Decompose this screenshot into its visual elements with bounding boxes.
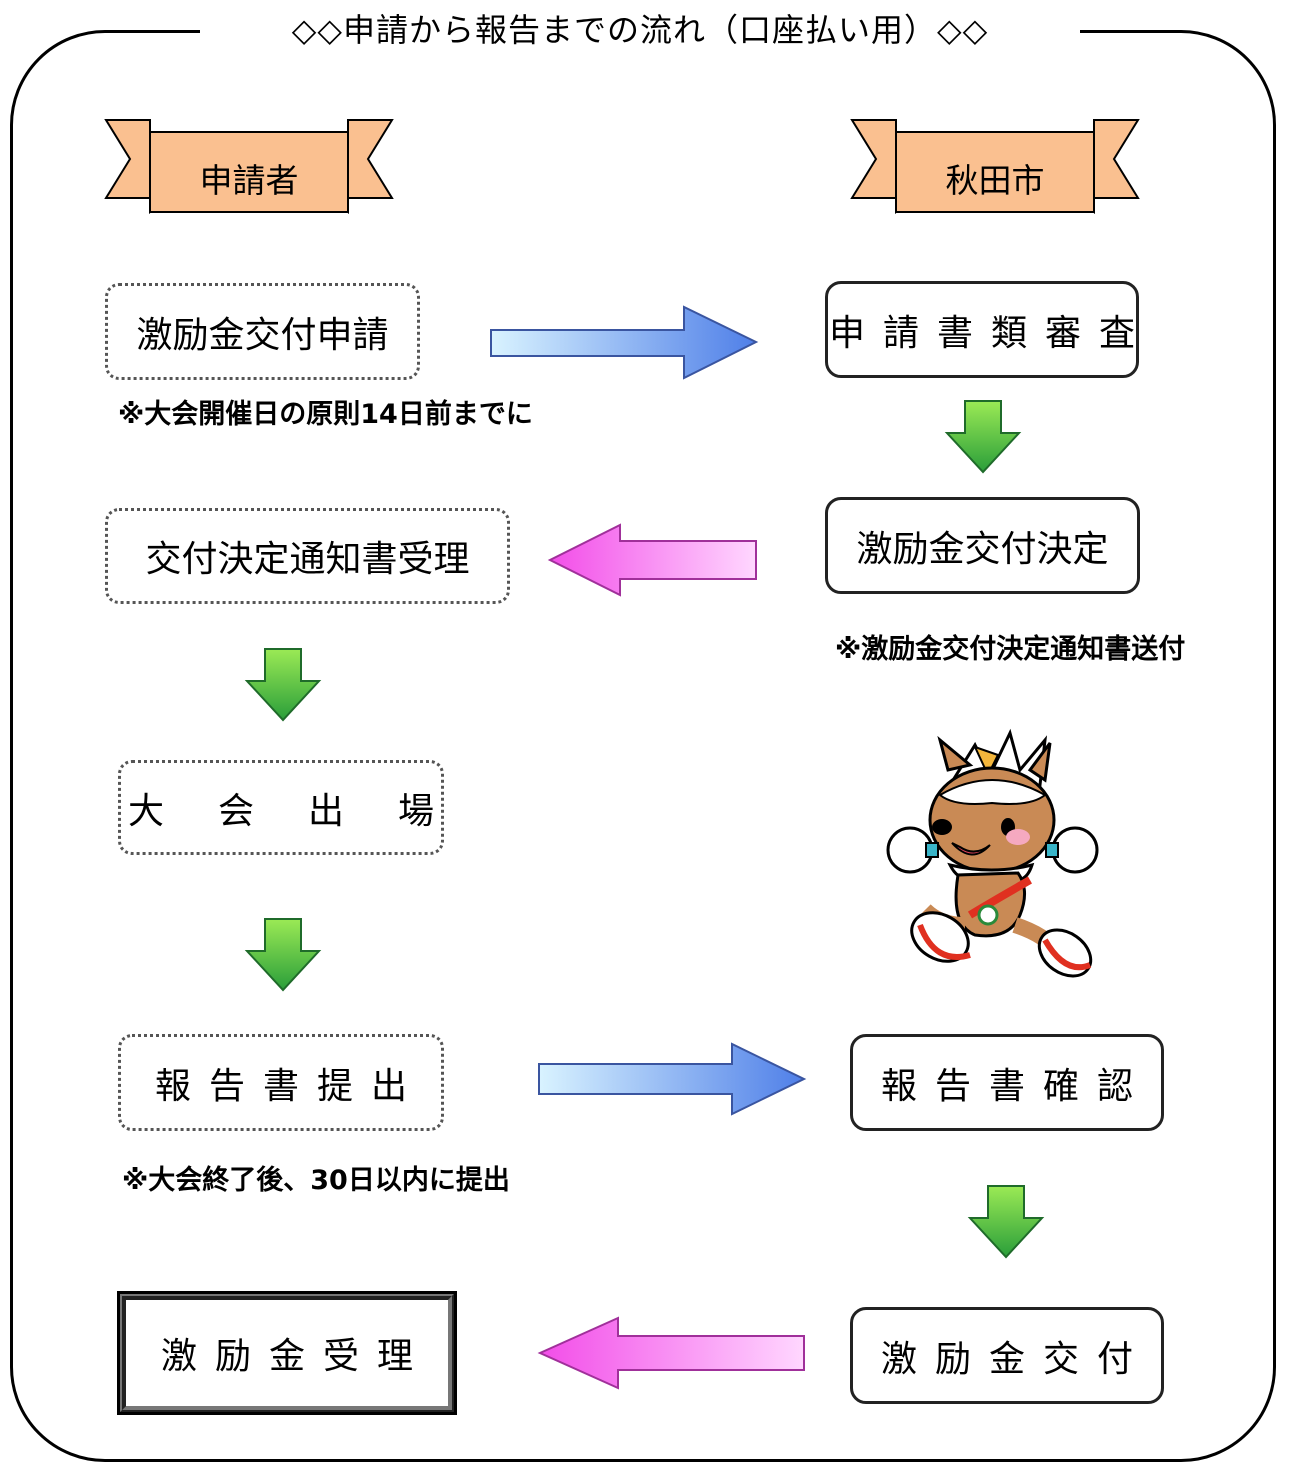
page-title: ◇◇申請から報告までの流れ（口座払い用）◇◇ xyxy=(200,6,1080,54)
step-report-check: 報告書確認 xyxy=(850,1034,1164,1131)
ribbon-city: 秋田市 xyxy=(850,118,1140,215)
right-arrow-icon xyxy=(490,305,759,380)
ribbon-shape xyxy=(850,119,1140,215)
note-report-deadline: ※大会終了後、30日以内に提出 xyxy=(122,1165,510,1196)
step-receipt-label: 激励金受理 xyxy=(160,1336,431,1377)
left-arrow-icon xyxy=(537,1316,805,1390)
right-header: 秋田市 xyxy=(945,161,1045,200)
left-arrow-icon xyxy=(547,523,757,597)
left-header: 申請者 xyxy=(199,161,299,200)
down-arrow-icon xyxy=(967,1185,1045,1259)
note-apply-deadline: ※大会開催日の原則14日前までに xyxy=(118,399,533,430)
step-review-label: 申請書類審査 xyxy=(829,312,1154,354)
ribbon-shape xyxy=(104,119,394,215)
deer-mascot-icon xyxy=(886,728,1099,978)
down-arrow-icon xyxy=(944,400,1022,474)
step-participate-label: 大会出場 xyxy=(128,790,489,832)
step-report-submit: 報告書提出 xyxy=(118,1034,444,1131)
step-participate: 大会出場 xyxy=(118,760,444,855)
step-payment-label: 激励金交付 xyxy=(880,1338,1151,1380)
step-report-submit-label: 報告書提出 xyxy=(154,1065,425,1107)
step-report-check-label: 報告書確認 xyxy=(880,1065,1151,1107)
down-arrow-icon xyxy=(244,648,322,722)
step-notice-receipt: 交付決定通知書受理 xyxy=(105,508,510,604)
right-arrow-icon xyxy=(538,1042,807,1116)
step-decision: 激励金交付決定 xyxy=(825,497,1140,594)
down-arrow-icon xyxy=(244,918,322,992)
note-notice-sent: ※激励金交付決定通知書送付 xyxy=(835,634,1186,665)
step-receipt: 激励金受理 xyxy=(117,1291,457,1415)
ribbon-applicant: 申請者 xyxy=(104,118,394,215)
step-apply: 激励金交付申請 xyxy=(105,283,420,380)
step-review: 申請書類審査 xyxy=(825,281,1139,378)
step-payment: 激励金交付 xyxy=(850,1307,1164,1404)
